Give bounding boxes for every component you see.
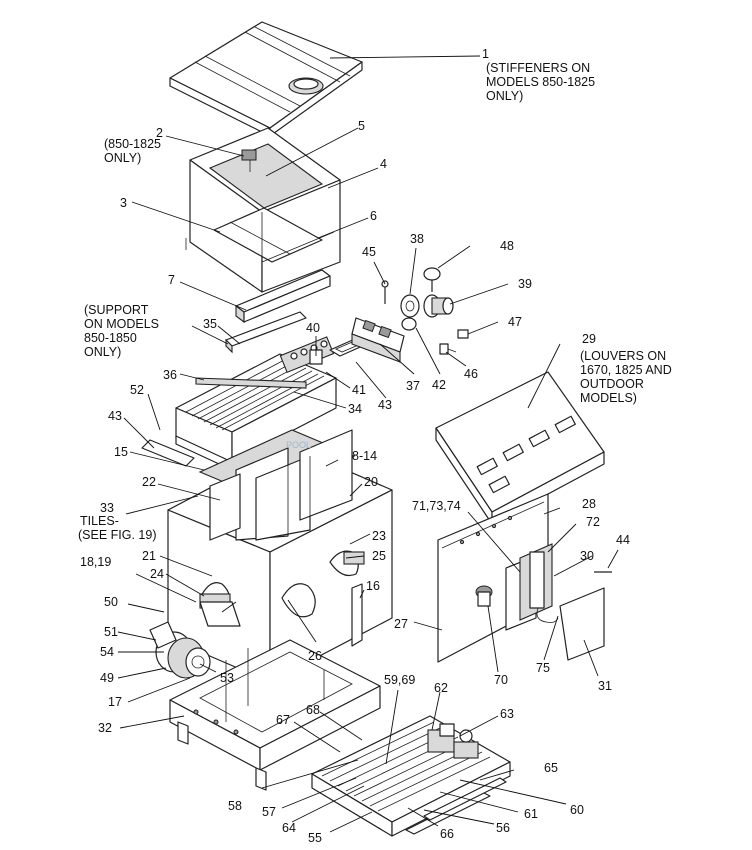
burner-tray-part xyxy=(311,715,511,837)
label-50: 50 xyxy=(104,595,118,609)
label-34: 34 xyxy=(348,402,362,416)
label-1: 1 xyxy=(482,47,489,61)
label-39: 39 xyxy=(518,277,532,291)
label-36: 36 xyxy=(163,368,177,382)
base-frame-part xyxy=(169,639,381,791)
label-35: 35 xyxy=(203,317,217,331)
label-6: 6 xyxy=(370,209,377,223)
label-60: 60 xyxy=(570,803,584,817)
label-26: 26 xyxy=(308,649,322,663)
label-48: 48 xyxy=(500,239,514,253)
label-55: 55 xyxy=(308,831,322,845)
label-20: 20 xyxy=(364,475,378,489)
label-37: 37 xyxy=(406,379,420,393)
label-42: 42 xyxy=(432,378,446,392)
label-62: 62 xyxy=(434,681,448,695)
label-7: 7 xyxy=(168,273,175,287)
note-louvers-4: MODELS) xyxy=(580,391,637,405)
label-18-19: 18,19 xyxy=(80,555,111,569)
label-63: 63 xyxy=(500,707,514,721)
label-41: 41 xyxy=(352,383,366,397)
label-2: 2 xyxy=(156,126,163,140)
label-68: 68 xyxy=(306,703,320,717)
label-58: 58 xyxy=(228,799,242,813)
label-66: 66 xyxy=(440,827,454,841)
label-43-left: 43 xyxy=(108,409,122,423)
label-23: 23 xyxy=(372,529,386,543)
label-25: 25 xyxy=(372,549,386,563)
note-support-1: (SUPPORT xyxy=(84,303,149,317)
label-8-14: 8-14 xyxy=(352,449,377,463)
label-15: 15 xyxy=(114,445,128,459)
label-52: 52 xyxy=(130,383,144,397)
label-72: 72 xyxy=(586,515,600,529)
label-3: 3 xyxy=(120,196,127,210)
label-5: 5 xyxy=(358,119,365,133)
label-44: 44 xyxy=(616,533,630,547)
label-75: 75 xyxy=(536,661,550,675)
label-43-right: 43 xyxy=(378,398,392,412)
label-24: 24 xyxy=(150,567,164,581)
label-27: 27 xyxy=(394,617,408,631)
top-lid-part xyxy=(169,21,363,137)
label-46: 46 xyxy=(464,367,478,381)
label-16: 16 xyxy=(366,579,380,593)
note-louvers-3: OUTDOOR xyxy=(580,377,644,391)
label-31: 31 xyxy=(598,679,612,693)
label-67: 67 xyxy=(276,713,290,727)
fittings-parts xyxy=(381,267,469,355)
label-47: 47 xyxy=(508,315,522,329)
note-louvers-2: 1670, 1825 AND xyxy=(580,363,672,377)
label-29: 29 xyxy=(582,332,596,346)
flue-collector-part xyxy=(185,127,341,293)
note-850-1825-2: ONLY) xyxy=(104,151,141,165)
blower-motor-part xyxy=(149,621,211,679)
note-support-2: ON MODELS xyxy=(84,317,159,331)
label-45: 45 xyxy=(362,245,376,259)
label-4: 4 xyxy=(380,157,387,171)
note-stiffeners-1: (STIFFENERS ON xyxy=(486,61,590,75)
label-71-73-74: 71,73,74 xyxy=(412,499,461,513)
leader-lines xyxy=(117,55,619,833)
label-30: 30 xyxy=(580,549,594,563)
label-54: 54 xyxy=(100,645,114,659)
label-22: 22 xyxy=(142,475,156,489)
label-21: 21 xyxy=(142,549,156,563)
note-louvers-1: (LOUVERS ON xyxy=(580,349,666,363)
baffle-strips-part xyxy=(225,269,331,354)
watermark: POOL xyxy=(286,440,311,450)
label-28: 28 xyxy=(582,497,596,511)
header-gasket-parts xyxy=(141,317,405,467)
label-56: 56 xyxy=(496,821,510,835)
label-51: 51 xyxy=(104,625,118,639)
note-support-4: ONLY) xyxy=(84,345,121,359)
control-box-part xyxy=(475,543,612,661)
combustion-chamber-part xyxy=(167,429,393,700)
label-49: 49 xyxy=(100,671,114,685)
notes: (STIFFENERS ON MODELS 850-1825 ONLY) (85… xyxy=(78,61,672,542)
note-tiles-1: TILES- xyxy=(80,514,119,528)
label-40: 40 xyxy=(306,321,320,335)
label-32: 32 xyxy=(98,721,112,735)
note-stiffeners-3: ONLY) xyxy=(486,89,523,103)
heat-exchanger-part xyxy=(175,336,337,471)
note-support-3: 850-1850 xyxy=(84,331,137,345)
label-17: 17 xyxy=(108,695,122,709)
label-33: 33 xyxy=(100,501,114,515)
label-65: 65 xyxy=(544,761,558,775)
jacket-panel-part xyxy=(435,371,605,663)
label-61: 61 xyxy=(524,807,538,821)
label-53: 53 xyxy=(220,671,234,685)
note-tiles-2: (SEE FIG. 19) xyxy=(78,528,157,542)
label-38: 38 xyxy=(410,232,424,246)
note-850-1825-1: (850-1825 xyxy=(104,137,161,151)
label-59-69: 59,69 xyxy=(384,673,415,687)
label-57: 57 xyxy=(262,805,276,819)
label-70: 70 xyxy=(494,673,508,687)
label-64: 64 xyxy=(282,821,296,835)
note-stiffeners-2: MODELS 850-1825 xyxy=(486,75,595,89)
part-labels: 1 2 3 4 5 6 7 35 36 34 40 41 43 37 42 45… xyxy=(80,47,630,845)
